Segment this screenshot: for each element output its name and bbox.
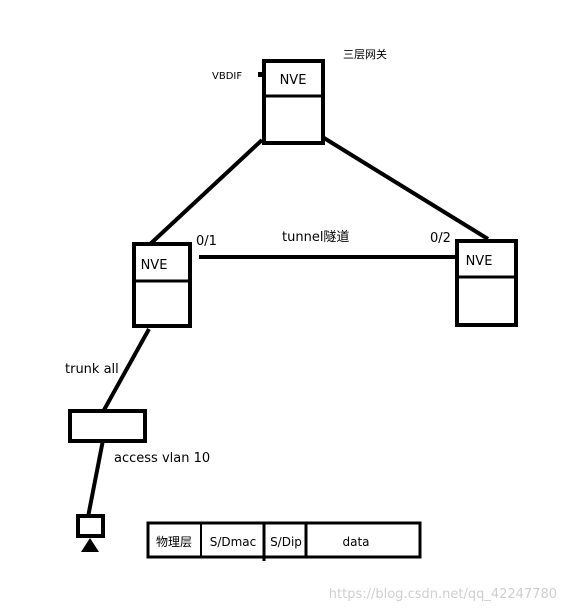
left-nve-label: NVE (141, 258, 168, 273)
access-label: access vlan 10 (114, 451, 210, 466)
left-port-label: 0/1 (196, 234, 217, 249)
trunk-label: trunk all (65, 362, 119, 377)
right-nve-label: NVE (466, 254, 493, 269)
host-pc-icon (76, 514, 105, 552)
watermark: https://blog.csdn.net/qq_42247780 (329, 587, 557, 602)
packet-field-ip: S/Dip (270, 535, 302, 549)
top-nve-device: NVE (262, 59, 325, 145)
access-link (86, 439, 105, 518)
right-port-label: 0/2 (430, 231, 451, 246)
left-nve-device: NVE (132, 242, 192, 328)
gateway-annotation: 三层网关 (343, 47, 387, 61)
link-top-to-right-nve (322, 136, 490, 241)
links (86, 136, 490, 518)
top-nve-label: NVE (280, 73, 307, 88)
vbdif-port-marker (258, 72, 263, 77)
packet-field-mac: S/Dmac (210, 535, 257, 549)
packet-field-data: data (342, 535, 369, 549)
right-nve-device: NVE (455, 239, 518, 327)
tunnel-label: tunnel隧道 (282, 229, 349, 245)
access-switch (68, 409, 147, 443)
packet-format: 物理层 S/Dmac S/Dip data (146, 521, 422, 561)
link-top-to-left-nve (145, 138, 264, 249)
packet-field-physical: 物理层 (156, 535, 192, 549)
trunk-link (102, 328, 151, 411)
vbdif-label: VBDIF (212, 71, 242, 82)
